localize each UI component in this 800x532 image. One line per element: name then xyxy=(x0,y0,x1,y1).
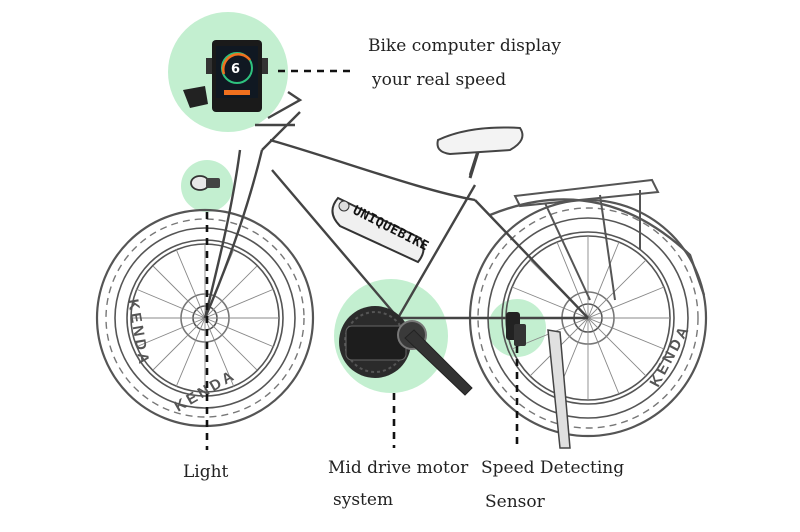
display-speed: 6 xyxy=(231,62,240,77)
bike-computer-display: 6 xyxy=(183,40,268,112)
kickstand xyxy=(547,329,571,449)
motor-label-line1: Mid drive motor xyxy=(328,458,469,478)
saddle xyxy=(436,126,524,156)
rear-rack xyxy=(489,178,706,301)
display-remote xyxy=(183,86,208,108)
handlebar xyxy=(255,91,303,127)
motor-label-line2: system xyxy=(333,490,394,510)
display-label-line1: Bike computer display xyxy=(368,36,561,56)
display-label-line2: your real speed xyxy=(372,70,507,90)
front-wheel xyxy=(95,208,315,428)
frame xyxy=(203,111,589,320)
leader-lines xyxy=(205,69,519,450)
headlight xyxy=(190,175,220,191)
speed-sensor xyxy=(506,312,526,346)
battery: UNIQUEBIKE xyxy=(331,196,431,264)
sensor-label-line2: Sensor xyxy=(485,492,545,512)
rear-tyre-brand: KENDA xyxy=(647,322,694,390)
sensor-label-line1: Speed Detecting xyxy=(481,458,625,478)
mid-drive-motor xyxy=(339,306,473,396)
light-label: Light xyxy=(183,462,229,482)
